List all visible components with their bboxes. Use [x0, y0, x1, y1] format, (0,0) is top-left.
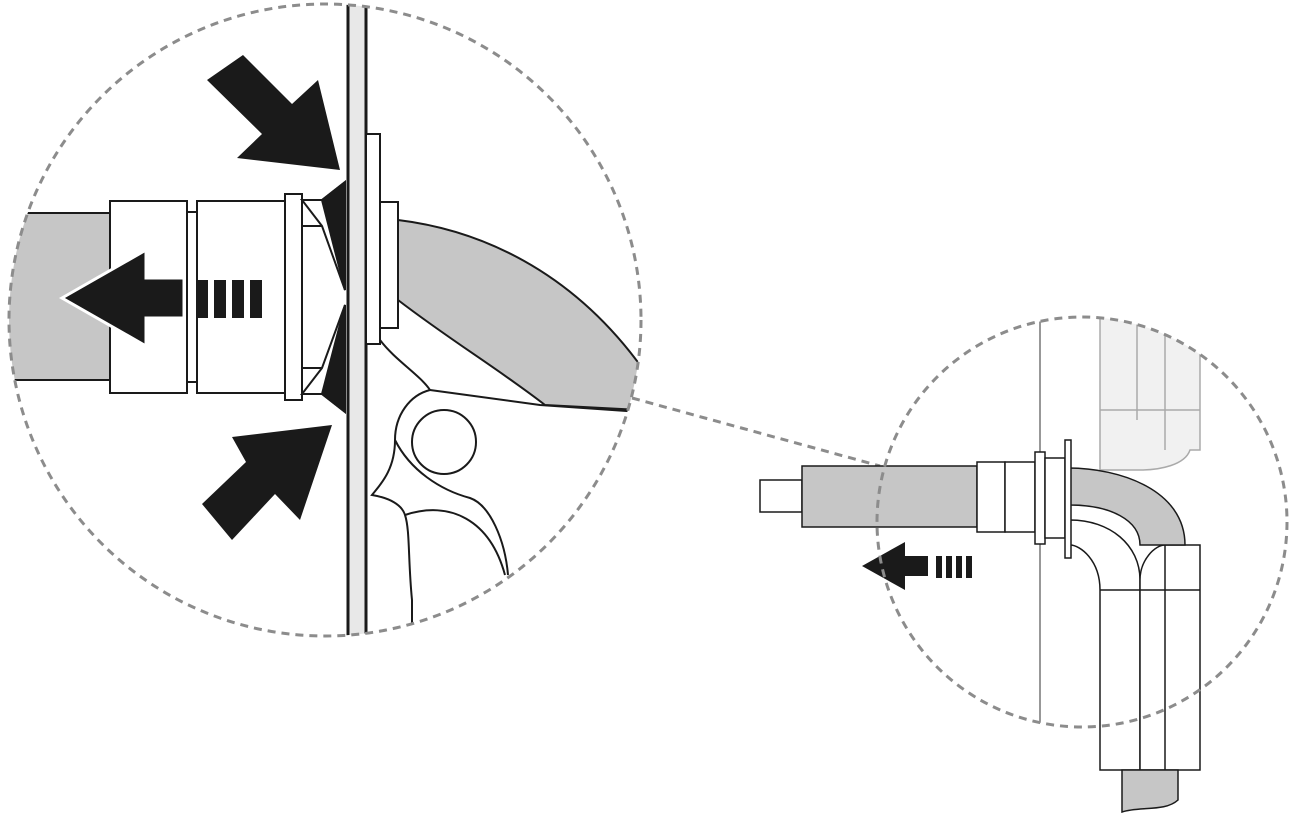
wall-panel: [346, 4, 368, 636]
press-arrow-upper: [207, 55, 340, 170]
press-arrow-lower: [202, 425, 332, 540]
elbow-pipe: [1067, 467, 1201, 771]
pull-arrow: [58, 247, 262, 349]
magnifier-connector-line: [631, 396, 881, 468]
elbow-pipe: [397, 218, 641, 412]
exhaust-duct: [9, 213, 110, 380]
overview-magnifier-circle: [875, 315, 1289, 729]
exhaust-duct: [759, 465, 978, 528]
duct-adapter: [976, 439, 1072, 559]
overview-view: [759, 315, 1289, 814]
detail-view: [7, 2, 643, 638]
pull-arrow: [862, 542, 972, 590]
detail-magnifier-circle: [7, 2, 643, 638]
